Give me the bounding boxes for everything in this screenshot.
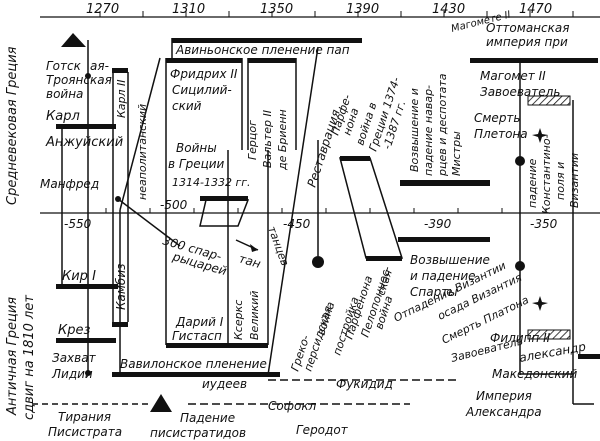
label-fall-pisistratids: Падение bbox=[180, 411, 235, 425]
label-rise-2: падение навар- bbox=[422, 85, 435, 176]
label-croesus: Крез bbox=[58, 323, 90, 338]
top-axis-year: 1310 bbox=[172, 2, 205, 17]
label-manfred: Манфред bbox=[40, 177, 99, 191]
label-darius: Дарий I bbox=[175, 315, 224, 329]
label-jews: иудеев bbox=[202, 377, 247, 391]
label-brienne: де Бриенн bbox=[276, 109, 289, 171]
label-ottoman: Оттоманская bbox=[486, 21, 569, 35]
top-axis-year: 1470 bbox=[519, 2, 552, 17]
top-axis-year: 1270 bbox=[86, 2, 119, 17]
label-fall-3: поля и bbox=[554, 162, 567, 200]
label-gertsog: Герцог bbox=[246, 120, 259, 160]
top-axis-year: 1350 bbox=[260, 2, 293, 17]
label-spartans-2: тан bbox=[237, 251, 262, 271]
label-empire: Империя bbox=[476, 389, 532, 403]
label-shift-1810: сдвиг на 1810 лет bbox=[22, 295, 37, 420]
middle-axis-year: -450 bbox=[283, 217, 311, 231]
label-fall-2: Константино- bbox=[540, 134, 553, 214]
label-sicilian-2: ский bbox=[172, 99, 202, 113]
label-karl-2: Карл II bbox=[115, 79, 128, 118]
label-pisistratids: писистратидов bbox=[150, 426, 246, 440]
label-herodotus: Геродот bbox=[296, 423, 349, 437]
label-gothic-col: кая bbox=[90, 73, 112, 87]
label-peloponnesian-2: ская bbox=[374, 268, 395, 297]
middle-time-axis bbox=[40, 208, 600, 214]
label-war: война bbox=[46, 87, 83, 101]
label-pletho: Плетона bbox=[474, 127, 528, 141]
label-karl: Карл bbox=[46, 109, 80, 124]
middle-axis-year: -550 bbox=[64, 217, 92, 231]
label-magomet: Магомет II bbox=[480, 69, 546, 83]
label-walter: Вальтер II bbox=[261, 110, 274, 168]
label-sparta-2: и падение bbox=[410, 269, 476, 283]
label-lydia: Лидии bbox=[51, 367, 93, 381]
label-rise-3: рцев и деспотата bbox=[436, 73, 449, 177]
label-philip: Филипп II bbox=[490, 331, 551, 345]
label-fridrih: Фридрих II bbox=[170, 67, 238, 81]
label-cyrus: Кир I bbox=[62, 269, 96, 284]
label-rise-1: Возвышение и bbox=[408, 88, 421, 172]
label-conqueror: Завоеватель bbox=[480, 85, 560, 99]
label-ottoman-2: империя при bbox=[486, 35, 568, 49]
label-cambyses: Камбиз bbox=[114, 263, 128, 310]
top-time-axis bbox=[40, 11, 600, 18]
label-xerxes: Ксеркс bbox=[232, 300, 245, 340]
label-death: Смерть bbox=[474, 111, 521, 125]
label-trojan: Троянс bbox=[46, 73, 90, 87]
label-babylon: Вавилонское пленение bbox=[120, 357, 267, 371]
label-tyranny: Тирания bbox=[58, 410, 111, 424]
label-wars: Войны bbox=[176, 141, 217, 155]
label-anjou: Анжуйский bbox=[45, 135, 123, 150]
label-in-greece: в Греции bbox=[168, 157, 225, 171]
top-axis-year: 1430 bbox=[432, 2, 465, 17]
label-hystaspes: Гистасп bbox=[172, 329, 222, 343]
label-avignon: Авиньонское пленение пап bbox=[175, 43, 350, 57]
label-neapolitan: неаполитанский bbox=[136, 104, 149, 200]
label-thucydides: Фукидид bbox=[336, 377, 393, 391]
label-alexander-empire: Александра bbox=[465, 405, 542, 419]
label-pisistratus: Писистрата bbox=[48, 425, 122, 439]
middle-axis-year: -500 bbox=[160, 198, 188, 212]
label-capture: Захват bbox=[52, 351, 97, 365]
label-rise-4: Мистры bbox=[450, 131, 463, 176]
label-fall-1: падение bbox=[526, 158, 539, 208]
label-sophocles: Софокл bbox=[268, 399, 317, 413]
label-great: Великий bbox=[248, 291, 261, 340]
label-sparta-1: Возвышение bbox=[410, 253, 490, 267]
label-fall-4: Византии bbox=[568, 153, 581, 208]
label-medieval-greece: Средневековая Греция bbox=[5, 46, 20, 205]
top-axis-year: 1390 bbox=[346, 2, 379, 17]
label-sicilian: Сицилий- bbox=[172, 83, 232, 97]
label-macedonian: Македонский bbox=[492, 367, 577, 381]
middle-axis-year: -390 bbox=[424, 217, 452, 231]
label-wars-years: 1314-1332 гг. bbox=[172, 176, 251, 189]
diagram-shapes bbox=[32, 33, 600, 412]
middle-axis-year: -350 bbox=[530, 217, 558, 231]
label-gothic-col: ая- bbox=[90, 59, 109, 73]
label-gothic: Готск bbox=[46, 59, 82, 73]
label-ancient-greece: Античная Греция bbox=[5, 297, 20, 416]
label-sparta-3: Спарты bbox=[410, 285, 458, 299]
